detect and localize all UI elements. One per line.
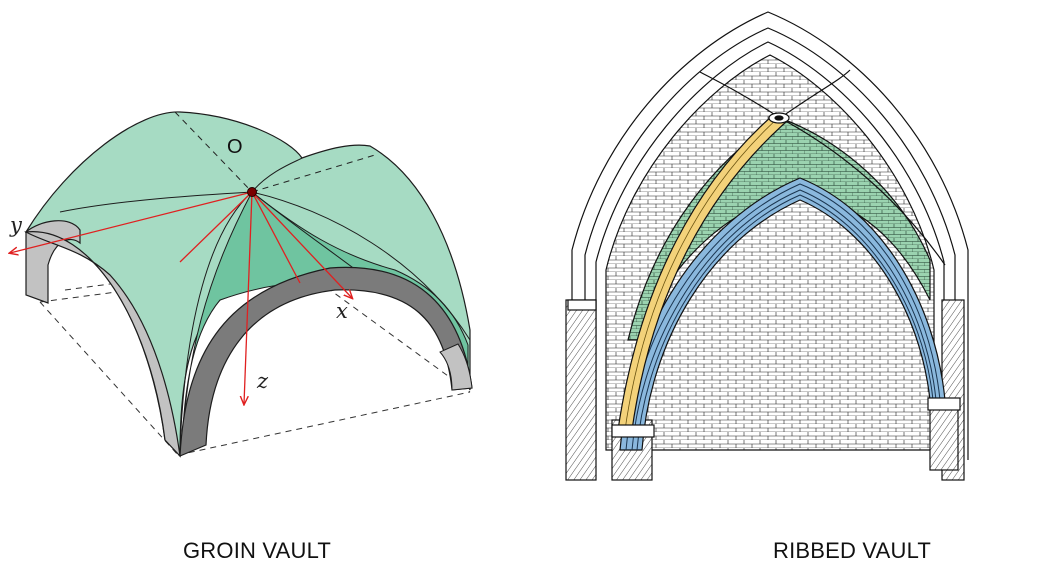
capitals — [567, 299, 961, 438]
coordinate-axes — [10, 191, 352, 404]
crown-dashed-lines — [174, 111, 376, 193]
y-axis — [10, 191, 253, 253]
right-pier — [439, 343, 473, 391]
groin-vault-caption: GROIN VAULT — [183, 538, 332, 563]
ribbed-vault-caption: RIBBED VAULT — [773, 538, 932, 563]
x-axis-label: x — [336, 299, 348, 323]
x-axis — [251, 191, 352, 298]
left-arch-side — [25, 220, 81, 304]
z-axis-label: z — [256, 369, 269, 393]
vault-brick-webbing — [605, 54, 935, 451]
groin-vault-diagram: O y x z — [9, 111, 473, 458]
front-pier-light — [24, 231, 181, 458]
side-columns — [565, 299, 965, 481]
y-axis-label: y — [9, 213, 23, 237]
origin-label: O — [227, 136, 243, 158]
ribbed-vault-drawing — [565, 11, 969, 481]
origin-point — [247, 187, 257, 197]
z-axis — [244, 191, 253, 404]
